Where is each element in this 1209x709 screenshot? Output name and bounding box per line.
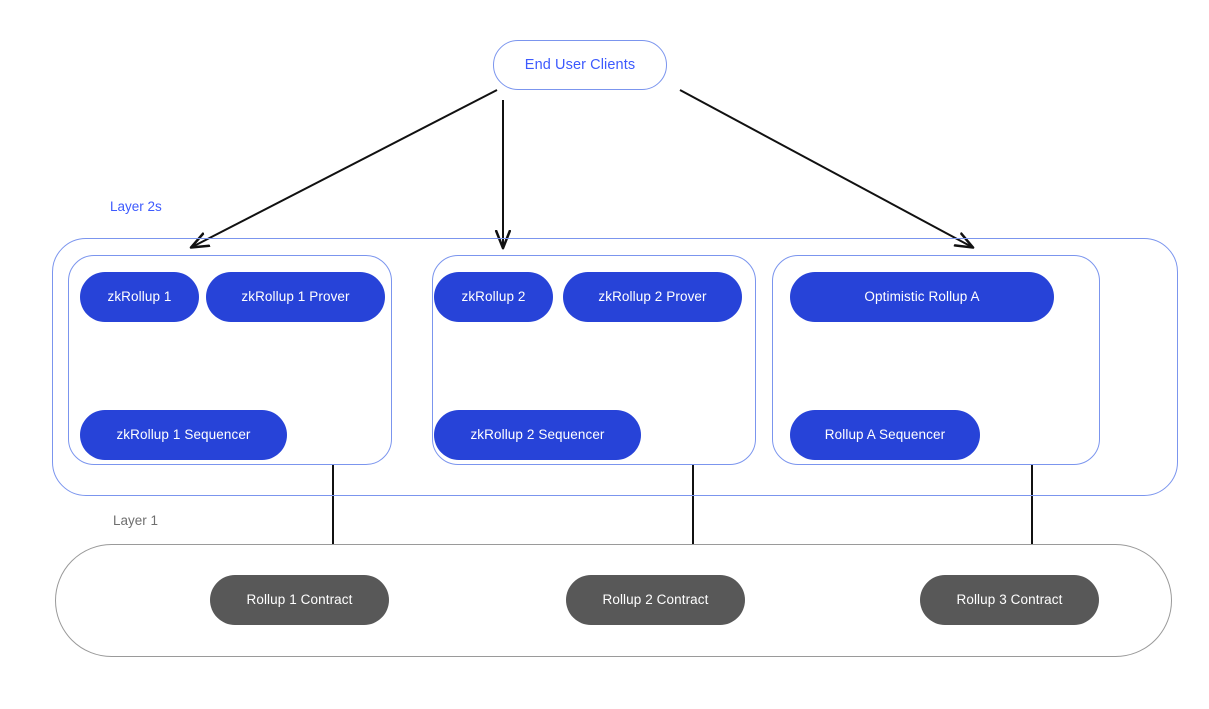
- node-zk-rollup-2-label: zkRollup 2: [461, 289, 526, 305]
- node-zk-rollup-1-prover[interactable]: zkRollup 1 Prover: [206, 272, 385, 322]
- node-zk-rollup-2-prover[interactable]: zkRollup 2 Prover: [563, 272, 742, 322]
- node-zk-rollup-1-prover-label: zkRollup 1 Prover: [241, 289, 350, 305]
- node-zk-rollup-1-sequencer[interactable]: zkRollup 1 Sequencer: [80, 410, 287, 460]
- node-zk-rollup-1[interactable]: zkRollup 1: [80, 272, 199, 322]
- layer-1-label: Layer 1: [113, 513, 159, 528]
- node-rollup-3-contract[interactable]: Rollup 3 Contract: [920, 575, 1099, 625]
- node-zk-rollup-1-label: zkRollup 1: [107, 289, 172, 305]
- layer-2s-container: [52, 238, 1178, 496]
- node-zk-rollup-2-prover-label: zkRollup 2 Prover: [598, 289, 707, 305]
- node-rollup-a-sequencer[interactable]: Rollup A Sequencer: [790, 410, 980, 460]
- node-zk-rollup-2-sequencer[interactable]: zkRollup 2 Sequencer: [434, 410, 641, 460]
- node-rollup-2-contract[interactable]: Rollup 2 Contract: [566, 575, 745, 625]
- node-rollup-1-contract[interactable]: Rollup 1 Contract: [210, 575, 389, 625]
- node-rollup-1-contract-label: Rollup 1 Contract: [246, 592, 353, 608]
- node-zk-rollup-1-sequencer-label: zkRollup 1 Sequencer: [116, 427, 251, 443]
- node-zk-rollup-2[interactable]: zkRollup 2: [434, 272, 553, 322]
- node-zk-rollup-2-sequencer-label: zkRollup 2 Sequencer: [470, 427, 605, 443]
- node-rollup-3-contract-label: Rollup 3 Contract: [956, 592, 1063, 608]
- node-optimistic-rollup-a-label: Optimistic Rollup A: [864, 289, 980, 305]
- arrow-clients-to-cluster1: [192, 89, 498, 247]
- end-user-clients-node[interactable]: End User Clients: [493, 40, 667, 90]
- node-rollup-2-contract-label: Rollup 2 Contract: [602, 592, 709, 608]
- node-rollup-a-sequencer-label: Rollup A Sequencer: [824, 427, 946, 443]
- end-user-clients-label: End User Clients: [524, 56, 636, 73]
- layer-2s-label: Layer 2s: [110, 199, 162, 214]
- arrow-clients-to-cluster3: [679, 89, 972, 247]
- node-optimistic-rollup-a[interactable]: Optimistic Rollup A: [790, 272, 1054, 322]
